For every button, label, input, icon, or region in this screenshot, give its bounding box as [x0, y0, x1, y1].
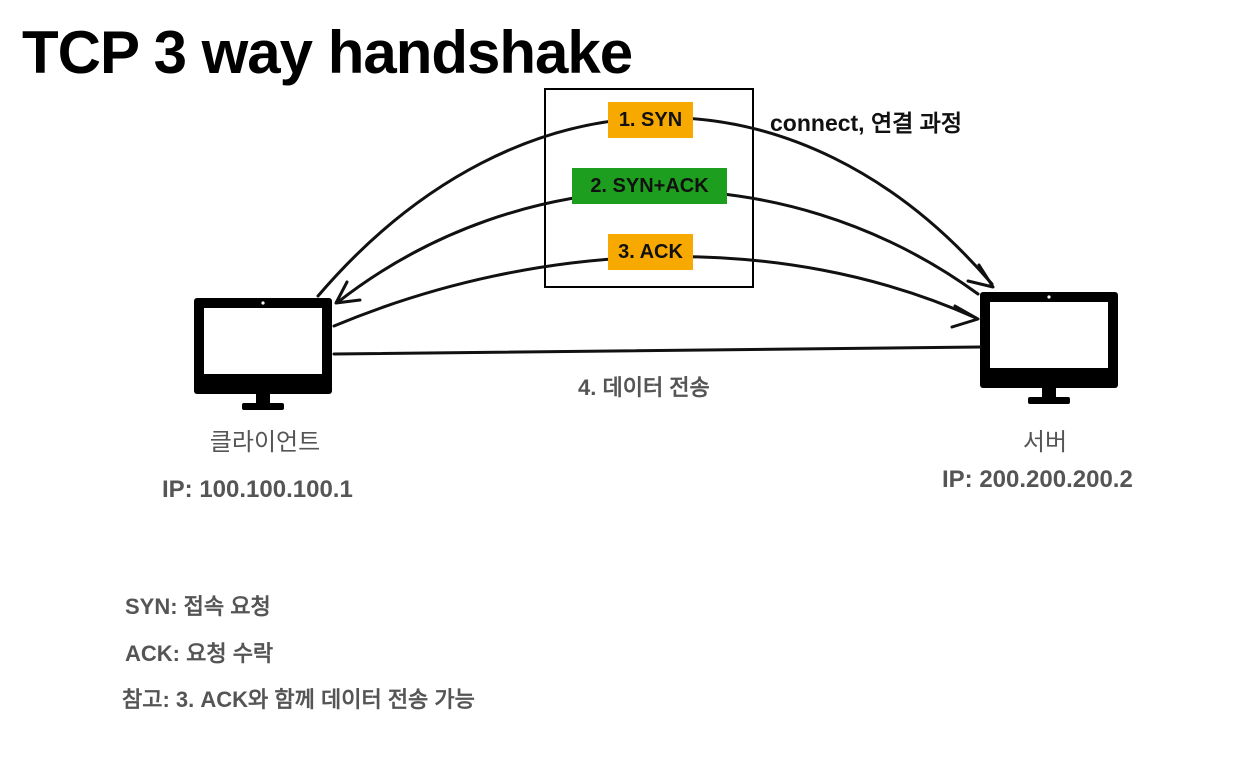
step-syn-label: 1. SYN: [608, 102, 693, 138]
data-transfer-label: 4. 데이터 전송: [578, 375, 710, 400]
client-name: 클라이언트: [209, 429, 321, 456]
client-ip: IP: 100.100.100.1: [162, 476, 353, 503]
note-reference: 참고: 3. ACK와 함께 데이터 전송 가능: [122, 687, 475, 712]
step-ack-label: 3. ACK: [608, 234, 693, 270]
server-monitor-icon: [980, 292, 1118, 404]
server-name: 서버: [1022, 429, 1068, 456]
connect-label: connect, 연결 과정: [770, 110, 962, 136]
data-transfer-line: [332, 345, 982, 356]
note-syn: SYN: 접속 요청: [125, 594, 271, 619]
handshake-steps-box: [544, 88, 754, 288]
client-monitor-icon: [194, 298, 332, 410]
page-title: TCP 3 way handshake: [22, 19, 633, 86]
note-ack: ACK: 요청 수락: [125, 641, 274, 666]
step-syn-ack-label: 2. SYN+ACK: [572, 168, 727, 204]
server-ip: IP: 200.200.200.2: [942, 466, 1133, 493]
